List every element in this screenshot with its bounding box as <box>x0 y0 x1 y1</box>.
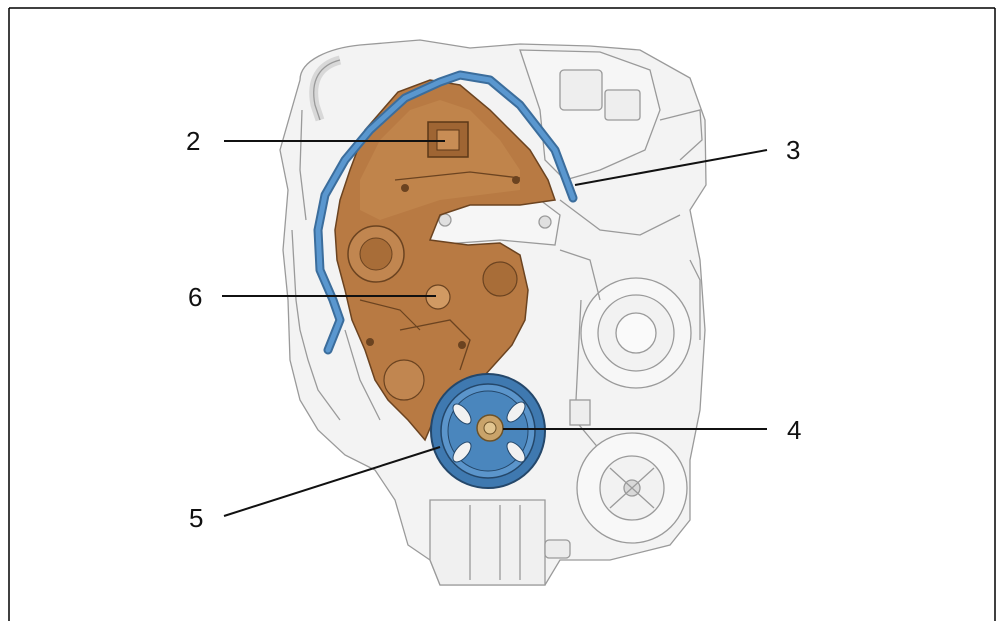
callout-label-5: 5 <box>189 503 203 533</box>
pulley-bolt <box>477 415 503 441</box>
callout-label-2: 2 <box>186 126 200 156</box>
callout-label-3: 3 <box>786 135 800 165</box>
callout-label-6: 6 <box>188 282 202 312</box>
callout-label-4: 4 <box>787 415 801 445</box>
